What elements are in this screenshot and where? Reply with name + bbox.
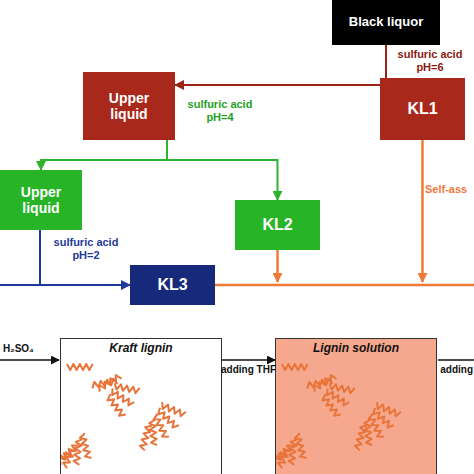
lignin-chain xyxy=(80,433,92,458)
lignin-chain xyxy=(330,383,355,393)
edge-label: sulfuric acid pH=4 xyxy=(180,98,260,123)
process-box: Upper liquid xyxy=(0,170,82,230)
product-box: KL3 xyxy=(130,265,215,305)
process-arrow xyxy=(438,359,474,361)
product-box: KL2 xyxy=(235,200,320,250)
assembly-line xyxy=(421,140,424,282)
edge-label: adding THF xyxy=(221,364,276,376)
lignin-chain xyxy=(149,420,157,446)
flow-arrow xyxy=(41,140,167,170)
lignin-chain xyxy=(377,402,401,416)
node-label: KL3 xyxy=(157,276,187,294)
lignin-chain xyxy=(162,402,186,416)
edge-label: sulfuric acid pH=2 xyxy=(46,236,126,261)
stage-panel: Lignin solution xyxy=(275,338,437,474)
process-arrow xyxy=(0,359,59,361)
node-label: Upper liquid xyxy=(89,90,169,122)
process-note: Self-ass xyxy=(425,183,467,196)
edge-label: sulfuric acid pH=6 xyxy=(390,48,470,73)
lignin-chain xyxy=(289,439,297,465)
flow-arrow xyxy=(222,359,275,361)
node-label: Black liquor xyxy=(349,15,423,30)
lignin-chain xyxy=(295,433,307,458)
assembly-line xyxy=(276,250,279,282)
product-box: KL1 xyxy=(380,78,465,140)
reagent-label: H₂SO₄ xyxy=(3,343,34,355)
lignin-chain xyxy=(364,420,372,446)
flow-arrow xyxy=(167,140,278,200)
node-label: Upper liquid xyxy=(6,184,76,216)
flow-arrow xyxy=(40,230,130,285)
step-label: adding xyxy=(440,364,473,376)
feed-line xyxy=(0,284,40,286)
lignin-chains xyxy=(61,359,221,474)
lignin-chain xyxy=(99,375,121,392)
lignin-chains xyxy=(276,359,436,474)
lignin-chain xyxy=(115,383,140,393)
source-box: Black liquor xyxy=(332,0,440,45)
assembly-line xyxy=(215,284,474,287)
node-label: KL2 xyxy=(262,216,292,234)
process-box: Upper liquid xyxy=(83,72,175,140)
lignin-chain xyxy=(282,364,308,370)
panel-title: Kraft lignin xyxy=(109,342,172,356)
lignin-chain xyxy=(67,364,93,370)
lignin-chain xyxy=(314,375,336,392)
node-label: KL1 xyxy=(407,100,437,118)
flow-arrow xyxy=(175,45,386,85)
lignin-chain xyxy=(74,439,82,465)
panel-title: Lignin solution xyxy=(313,342,399,356)
stage-panel: Kraft lignin xyxy=(60,338,222,474)
